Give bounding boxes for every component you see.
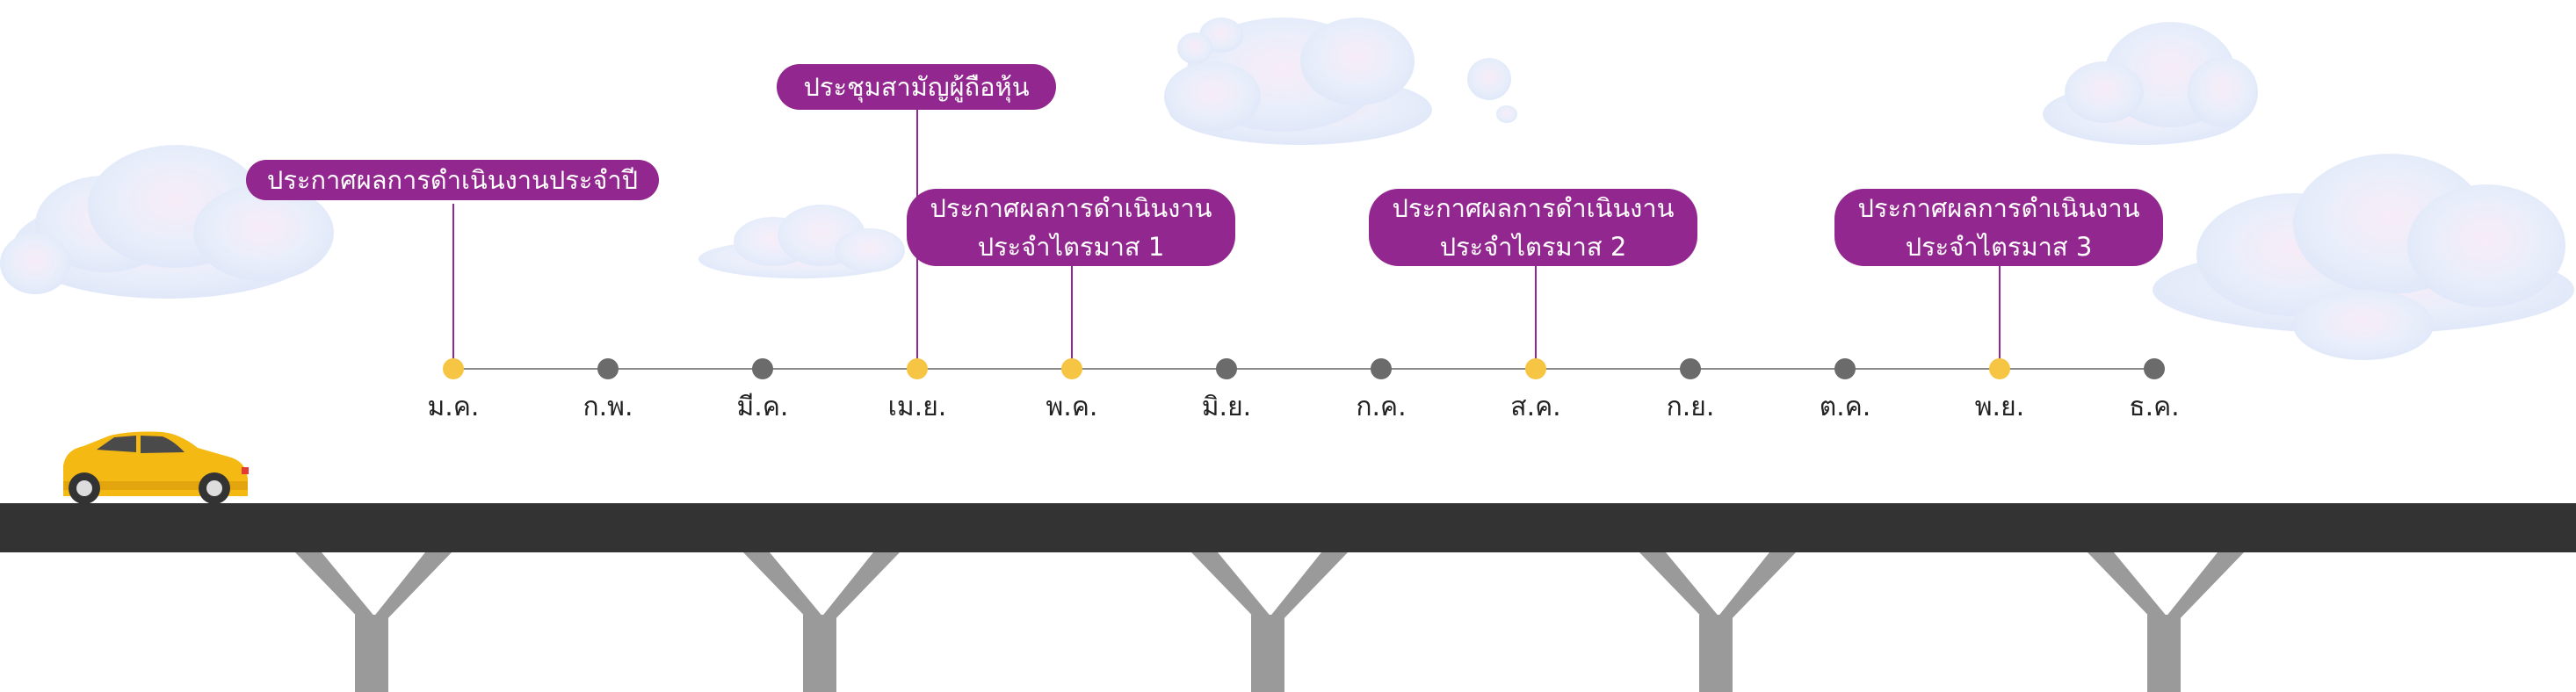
callout-agm-text: ประชุมสามัญผู้ถือหุ้น <box>803 72 1030 102</box>
callout-q2-results: ประกาศผลการดำเนินงาน ประจำไตรมาส 2 <box>1369 189 1697 266</box>
month-label: มี.ค. <box>736 392 789 422</box>
cloud-top-center <box>1164 18 1517 145</box>
month-dot <box>597 358 619 379</box>
callout-q3-line2: ประจำไตรมาส 3 <box>1905 232 2093 262</box>
month-dot <box>1834 358 1856 379</box>
callout-agm: ประชุมสามัญผู้ถือหุ้น <box>777 64 1056 110</box>
month-label: พ.ย. <box>1974 392 2025 422</box>
pillar <box>1191 552 1348 692</box>
callout-q1-results: ประกาศผลการดำเนินงาน ประจำไตรมาส 1 <box>907 189 1235 266</box>
month-dots <box>443 358 2165 379</box>
callout-q3-results: ประกาศผลการดำเนินงาน ประจำไตรมาส 3 <box>1834 189 2163 266</box>
month-label: มิ.ย. <box>1201 392 1252 422</box>
pillar <box>1639 552 1796 692</box>
cloud-top-right <box>2043 22 2258 145</box>
month-label: ต.ค. <box>1819 392 1871 422</box>
month-label: ก.ย. <box>1666 392 1715 422</box>
month-dot <box>1680 358 1701 379</box>
event-dot <box>1061 358 1082 379</box>
callout-q1-line1: ประกาศผลการดำเนินงาน <box>930 193 1212 223</box>
cloud-small <box>698 205 905 278</box>
month-label: เม.ย. <box>887 392 947 422</box>
month-label: พ.ค. <box>1046 392 1098 422</box>
month-label: ม.ค. <box>427 392 480 422</box>
cloud-right <box>2153 154 2574 360</box>
road <box>0 503 2576 552</box>
month-dot <box>1216 358 1237 379</box>
month-label: ธ.ค. <box>2129 392 2180 422</box>
callout-annual-text: ประกาศผลการดำเนินงานประจำปี <box>266 165 639 195</box>
cloud-left <box>0 145 334 299</box>
event-dot <box>1525 358 1546 379</box>
callout-q1-line2: ประจำไตรมาส 1 <box>977 232 1165 262</box>
pillar <box>2088 552 2244 692</box>
callout-q3-line1: ประกาศผลการดำเนินงาน <box>1857 193 2140 223</box>
month-dot <box>752 358 773 379</box>
callout-q2-line2: ประจำไตรมาส 2 <box>1439 232 1627 262</box>
pillar <box>295 552 452 692</box>
car-icon <box>63 431 249 504</box>
event-dot <box>443 358 464 379</box>
month-label: ก.พ. <box>582 392 633 422</box>
callout-annual-results: ประกาศผลการดำเนินงานประจำปี <box>246 160 659 200</box>
callout-q2-line1: ประกาศผลการดำเนินงาน <box>1392 193 1675 223</box>
month-label: ก.ค. <box>1356 392 1407 422</box>
month-label: ส.ค. <box>1510 392 1561 422</box>
pillar <box>743 552 900 692</box>
month-dot <box>1371 358 1392 379</box>
month-dot <box>2144 358 2165 379</box>
event-dot <box>907 358 928 379</box>
event-dot <box>1989 358 2010 379</box>
